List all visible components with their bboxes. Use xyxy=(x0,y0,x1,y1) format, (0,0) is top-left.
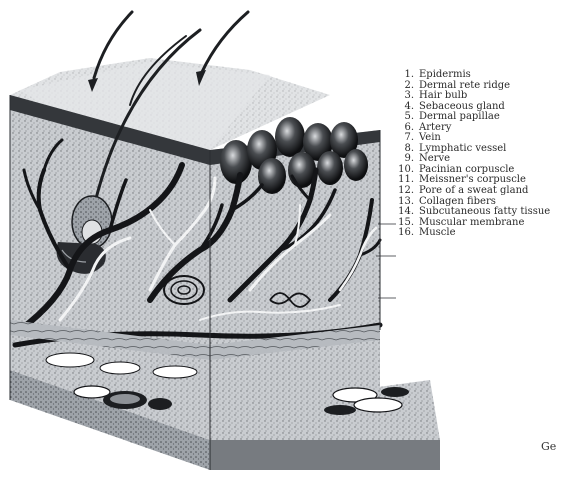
corner-text: Ge xyxy=(541,440,556,453)
legend-item: 16.Muscle xyxy=(398,228,550,239)
legend: 1.Epidermis 2.Dermal rete ridge 3.Hair b… xyxy=(398,70,550,239)
